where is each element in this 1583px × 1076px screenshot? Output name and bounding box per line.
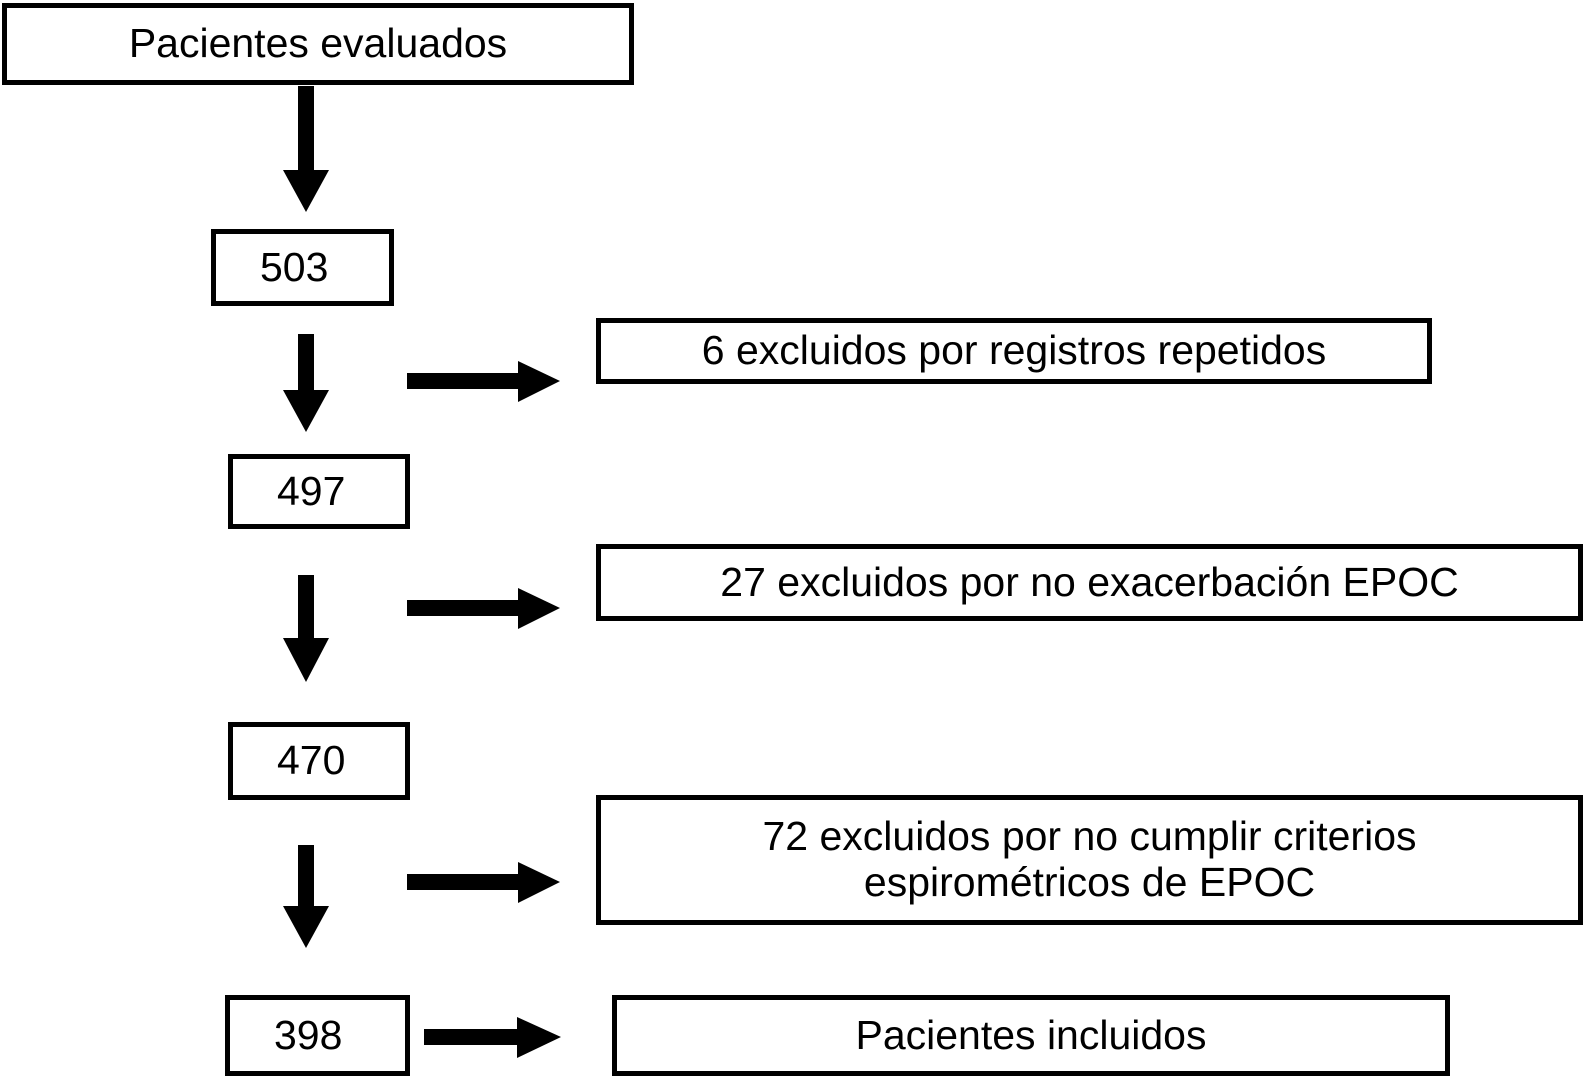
node-pacientes-evaluados: Pacientes evaluados xyxy=(2,3,634,85)
arrow-down-470-to-398 xyxy=(283,845,329,948)
node-pacientes-incluidos: Pacientes incluidos xyxy=(612,995,1450,1076)
arrow-down-503-to-497 xyxy=(283,334,329,432)
node-label: 497 xyxy=(277,467,346,514)
node-count-497: 497 xyxy=(228,454,410,529)
arrow-right-398-to-incluidos xyxy=(424,1017,561,1058)
node-exclusion-criterios-espirometricos: 72 excluidos por no cumplir criterios es… xyxy=(596,795,1583,925)
arrow-down-497-to-470 xyxy=(283,575,329,682)
node-label: 6 excluidos por registros repetidos xyxy=(701,327,1327,374)
node-count-470: 470 xyxy=(228,722,410,800)
node-label: 27 excluidos por no exacerbación EPOC xyxy=(720,558,1459,605)
arrow-right-470-to-exclusion-3 xyxy=(407,862,560,903)
node-label: Pacientes incluidos xyxy=(855,1011,1207,1058)
node-label: 72 excluidos por no cumplir criterios es… xyxy=(762,813,1417,905)
node-label: 470 xyxy=(277,737,346,784)
node-label: 398 xyxy=(274,1011,343,1058)
node-count-398: 398 xyxy=(225,995,410,1076)
node-count-503: 503 xyxy=(211,229,394,306)
node-exclusion-registros-repetidos: 6 excluidos por registros repetidos xyxy=(596,318,1432,384)
node-label: Pacientes evaluados xyxy=(128,20,508,67)
arrow-down-evaluated-to-503 xyxy=(283,86,329,212)
node-exclusion-no-exacerbacion: 27 excluidos por no exacerbación EPOC xyxy=(596,544,1583,621)
arrow-right-497-to-exclusion-2 xyxy=(407,588,560,629)
node-label: 503 xyxy=(260,243,329,290)
arrow-right-503-to-exclusion-1 xyxy=(407,361,560,402)
